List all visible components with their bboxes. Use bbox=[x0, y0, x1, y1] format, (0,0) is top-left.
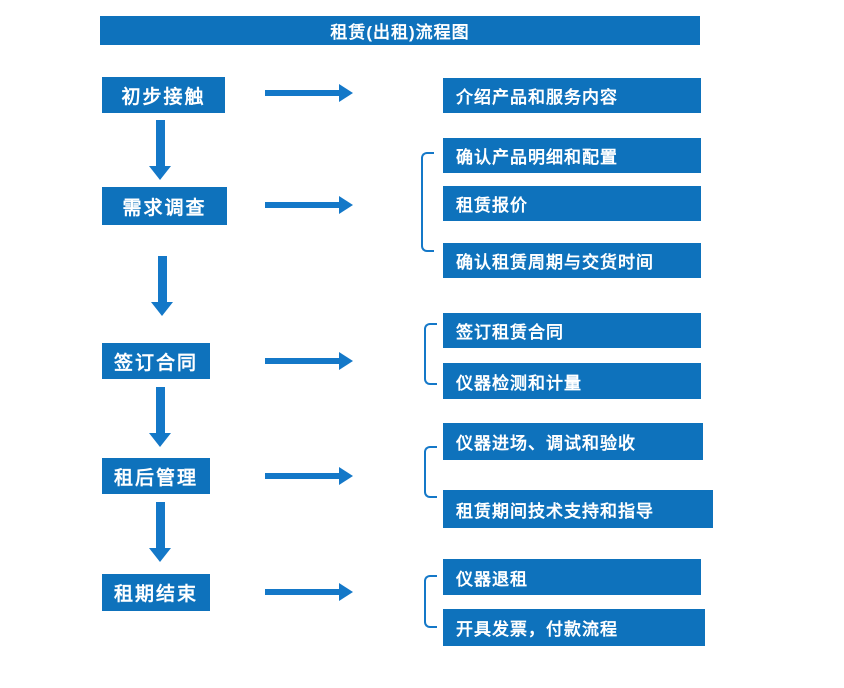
detail-box-instrument-return: 仪器退租 bbox=[443, 559, 701, 595]
down-arrow-1 bbox=[149, 120, 171, 180]
diagram-title: 租赁(出租)流程图 bbox=[330, 23, 470, 42]
detail-box-invoice-payment: 开具发票，付款流程 bbox=[443, 609, 705, 646]
down-arrow-3 bbox=[149, 387, 171, 447]
group-bracket-demand-survey bbox=[421, 152, 434, 252]
detail-box-sign-rental-contract: 签订租赁合同 bbox=[443, 313, 701, 348]
group-bracket-post-rental bbox=[424, 446, 437, 498]
right-arrow-1 bbox=[265, 84, 353, 102]
down-arrow-2 bbox=[151, 256, 173, 316]
step-box-rental-end: 租期结束 bbox=[102, 574, 210, 611]
detail-box-intro-products: 介绍产品和服务内容 bbox=[443, 78, 701, 113]
step-box-demand-survey: 需求调查 bbox=[102, 187, 227, 225]
detail-box-confirm-period-delivery: 确认租赁周期与交货时间 bbox=[443, 243, 701, 278]
group-bracket-rental-end bbox=[424, 575, 437, 628]
step-box-sign-contract: 签订合同 bbox=[102, 343, 210, 379]
step-box-initial-contact: 初步接触 bbox=[102, 77, 225, 113]
diagram-title-bar: 租赁(出租)流程图 bbox=[100, 16, 700, 45]
detail-box-tech-support: 租赁期间技术支持和指导 bbox=[443, 490, 713, 528]
right-arrow-2 bbox=[265, 196, 353, 214]
right-arrow-4 bbox=[265, 467, 353, 485]
right-arrow-3 bbox=[265, 352, 353, 370]
down-arrow-4 bbox=[149, 502, 171, 562]
detail-box-instrument-setup-acceptance: 仪器进场、调试和验收 bbox=[443, 423, 703, 460]
step-box-post-rental-management: 租后管理 bbox=[102, 458, 210, 494]
detail-box-rental-quote: 租赁报价 bbox=[443, 186, 701, 221]
detail-box-instrument-inspection: 仪器检测和计量 bbox=[443, 363, 701, 399]
right-arrow-5 bbox=[265, 583, 353, 601]
detail-box-confirm-product-config: 确认产品明细和配置 bbox=[443, 138, 701, 173]
group-bracket-sign-contract bbox=[424, 323, 437, 385]
